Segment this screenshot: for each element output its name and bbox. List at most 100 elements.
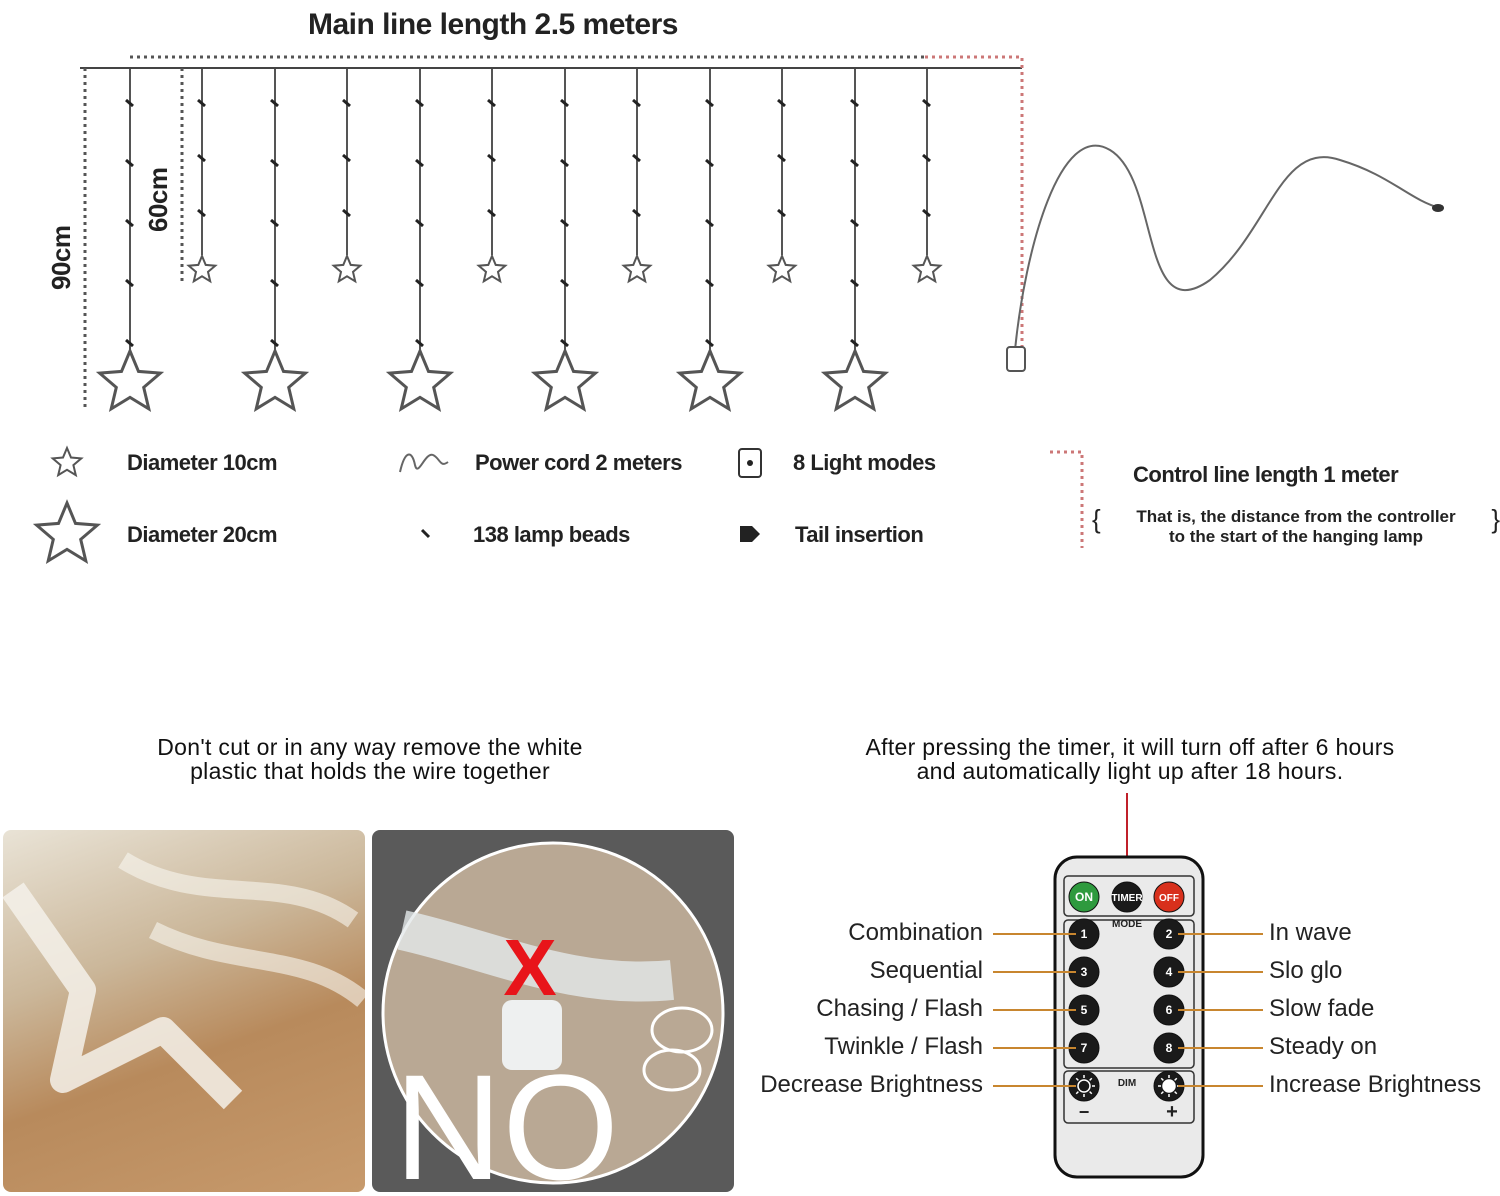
- lamp-bead: [270, 158, 279, 168]
- big-star-icon: [32, 499, 102, 565]
- lamp-bead: [705, 158, 714, 168]
- lamp-bead: [487, 208, 496, 218]
- lamp-bead: [560, 98, 569, 108]
- mode-button-3: 3: [1068, 956, 1100, 988]
- small-star: [476, 253, 508, 284]
- power-cord: [1014, 144, 1441, 351]
- svg-text:7: 7: [1081, 1041, 1088, 1055]
- small-star: [766, 253, 798, 284]
- lamp-bead: [922, 98, 931, 108]
- strands: [95, 68, 943, 413]
- lamp-bead: [487, 153, 496, 163]
- lamp-bead: [342, 98, 351, 108]
- lamp-bead: [415, 98, 424, 108]
- mode-label-right: Slo glo: [1269, 957, 1343, 984]
- small-star: [186, 253, 218, 284]
- svg-text:8: 8: [1166, 1041, 1173, 1055]
- lamp-bead: [850, 158, 859, 168]
- big-star-legend: [32, 499, 102, 565]
- lamp-bead: [560, 218, 569, 228]
- mode-label: MODE: [1112, 919, 1142, 930]
- small-star: [911, 253, 943, 284]
- mode-label-left: Decrease Brightness: [760, 1071, 983, 1098]
- big-star: [530, 347, 600, 413]
- lamp-bead: [850, 278, 859, 288]
- timer-button: TIMER: [1111, 881, 1143, 913]
- legend-power-cord: Power cord 2 meters: [475, 450, 682, 475]
- lamp-bead: [705, 218, 714, 228]
- lamp-bead: [850, 98, 859, 108]
- legend-light-modes: 8 Light modes: [793, 450, 936, 475]
- mode-label-left: Twinkle / Flash: [824, 1033, 983, 1060]
- svg-text:2: 2: [1166, 927, 1173, 941]
- lamp-bead: [197, 153, 206, 163]
- lamp-bead-icon: [420, 528, 431, 539]
- no-label: NO: [394, 1043, 619, 1192]
- red-x-icon: X: [503, 923, 556, 1012]
- main-line-title: Main line length 2.5 meters: [308, 8, 678, 41]
- lamp-bead: [270, 98, 279, 108]
- svg-text:TIMER: TIMER: [1111, 893, 1143, 904]
- controller-icon: [1006, 346, 1026, 372]
- lamp-bead: [415, 158, 424, 168]
- lamp-bead: [705, 278, 714, 288]
- control-line-dimension: [925, 55, 1024, 355]
- minus-label: −: [1079, 1102, 1090, 1122]
- timer-note: After pressing the timer, it will turn o…: [865, 734, 1395, 784]
- big-star: [675, 347, 745, 413]
- svg-text:1: 1: [1081, 927, 1088, 941]
- lamp-bead: [922, 208, 931, 218]
- mode-label-left: Combination: [848, 919, 983, 946]
- small-star: [621, 253, 653, 284]
- lamp-bead: [705, 338, 714, 348]
- brightness-icon: [1162, 1079, 1176, 1093]
- lamp-bead: [487, 98, 496, 108]
- lamp-bead: [560, 158, 569, 168]
- mode-button-8: 8: [1153, 1032, 1185, 1064]
- small-star-legend: [50, 445, 84, 478]
- svg-text:6: 6: [1166, 1003, 1173, 1017]
- control-line-icon: [1050, 450, 1084, 548]
- legend-small-star: Diameter 10cm: [127, 450, 278, 475]
- big-star: [240, 347, 310, 413]
- mode-button-5: 5: [1068, 994, 1100, 1026]
- lamp-bead: [850, 338, 859, 348]
- lamp-bead: [270, 338, 279, 348]
- svg-text:3: 3: [1081, 965, 1088, 979]
- lamp-bead: [197, 208, 206, 218]
- lamp-bead: [632, 153, 641, 163]
- svg-text:4: 4: [1166, 965, 1173, 979]
- brightness-icon: [1077, 1079, 1091, 1093]
- lamp-bead: [197, 98, 206, 108]
- on-button: ON: [1068, 881, 1100, 913]
- lamp-bead: [777, 208, 786, 218]
- mode-label-left: Sequential: [869, 957, 983, 984]
- lamp-bead: [560, 278, 569, 288]
- warning-text: Don't cut or in any way remove the white…: [157, 734, 583, 784]
- lamp-bead: [777, 98, 786, 108]
- legend-lamp-beads: 138 lamp beads: [473, 522, 630, 547]
- label-60cm: 60cm: [143, 167, 173, 233]
- lamp-bead: [342, 153, 351, 163]
- lamp-bead: [270, 278, 279, 288]
- label-90cm: 90cm: [46, 225, 76, 291]
- lamp-bead: [632, 208, 641, 218]
- lamp-bead: [415, 218, 424, 228]
- plug-icon: [1432, 204, 1444, 212]
- mode-label-right: Steady on: [1269, 1033, 1378, 1060]
- lamp-bead: [777, 153, 786, 163]
- svg-text:OFF: OFF: [1159, 893, 1179, 904]
- lamp-bead: [342, 208, 351, 218]
- no-cut-photo: X NO: [372, 830, 734, 1192]
- control-line-note: { That is, the distance from the control…: [1092, 504, 1500, 546]
- lamp-bead: [125, 98, 134, 108]
- control-line-title: Control line length 1 meter: [1133, 462, 1399, 487]
- mode-button-4: 4: [1153, 956, 1185, 988]
- legend-tail-insertion: Tail insertion: [795, 522, 924, 547]
- lamp-bead: [705, 98, 714, 108]
- dim-label: DIM: [1118, 1078, 1136, 1089]
- big-star: [95, 347, 165, 413]
- lamp-bead: [125, 158, 134, 168]
